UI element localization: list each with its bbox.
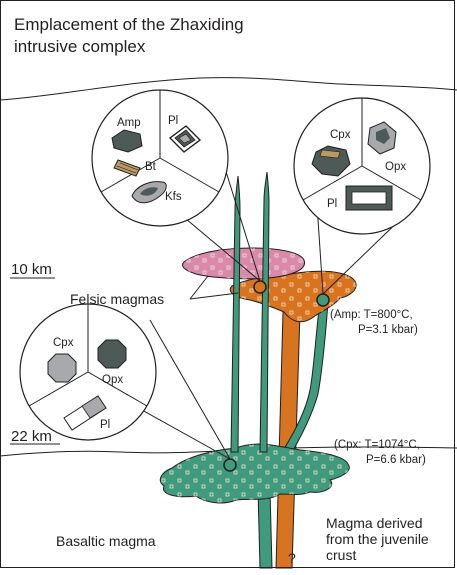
figure-frame xyxy=(0,0,455,568)
diagram-canvas: Emplacement of the Zhaxiding intrusive c… xyxy=(0,0,457,570)
